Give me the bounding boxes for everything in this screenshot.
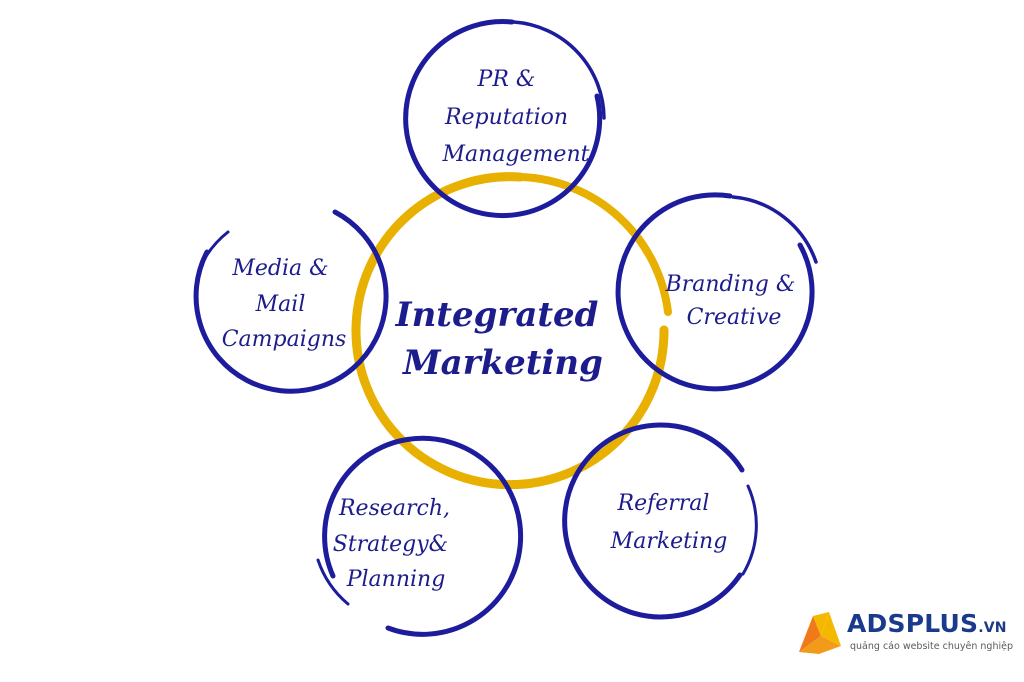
logo-wordmark: ADSPLUS.VN xyxy=(847,609,1007,638)
node-referral-ring xyxy=(562,422,745,620)
node-pr-ring xyxy=(403,19,603,218)
node-pr-line3: Management xyxy=(442,142,590,167)
node-research-line3: Planning xyxy=(346,567,446,592)
node-referral-marketing: Referral Marketing xyxy=(562,422,758,620)
logo-brand: ADSPLUS xyxy=(847,609,979,638)
node-research-strategy: Research, Strategy& Planning xyxy=(316,435,524,637)
node-media-ring xyxy=(193,209,389,394)
node-research-line1: Research, xyxy=(338,496,450,521)
adsplus-logo: ADSPLUS.VN quảng cáo website chuyên nghi… xyxy=(795,606,1014,664)
node-branding-creative: Branding & Creative xyxy=(615,192,818,392)
logo-tagline: quảng cáo website chuyên nghiệp xyxy=(850,641,1014,652)
node-referral-line1: Referral xyxy=(617,491,710,516)
svg-text:Research, Strategy&: Research, Strategy& Planning xyxy=(333,496,457,592)
center-label: Integrated Marketing xyxy=(395,295,611,383)
node-pr-line2: Reputation xyxy=(444,105,568,130)
logo-tld: .VN xyxy=(978,620,1007,636)
svg-text:PR & Reputation Ma: PR & Reputation Management xyxy=(442,67,590,167)
node-branding-line2: Creative xyxy=(687,305,782,330)
svg-text:Referral Marketing: Referral Marketing xyxy=(610,491,728,554)
node-referral-line2: Marketing xyxy=(610,529,728,554)
node-research-line2: Strategy& xyxy=(333,532,449,557)
node-pr-line1: PR & xyxy=(477,67,536,92)
svg-text:Branding & Creative: Branding & Creative xyxy=(665,272,803,330)
adsplus-logo-mark-icon xyxy=(799,612,841,654)
node-media-line3: Campaigns xyxy=(222,327,347,352)
node-research-ring xyxy=(322,435,524,637)
node-media-line1: Media & xyxy=(231,256,328,281)
node-branding-ring xyxy=(615,192,815,392)
node-pr-reputation: PR & Reputation Management xyxy=(403,19,606,218)
center-line2: Marketing xyxy=(402,343,603,383)
svg-text:Media & Mail Campa: Media & Mail Campaigns xyxy=(222,256,347,352)
node-media-line2: Mail xyxy=(255,292,306,317)
node-branding-line1: Branding & xyxy=(665,272,796,297)
center-line1: Integrated xyxy=(395,295,599,335)
node-media-mail: Media & Mail Campaigns xyxy=(193,209,389,394)
